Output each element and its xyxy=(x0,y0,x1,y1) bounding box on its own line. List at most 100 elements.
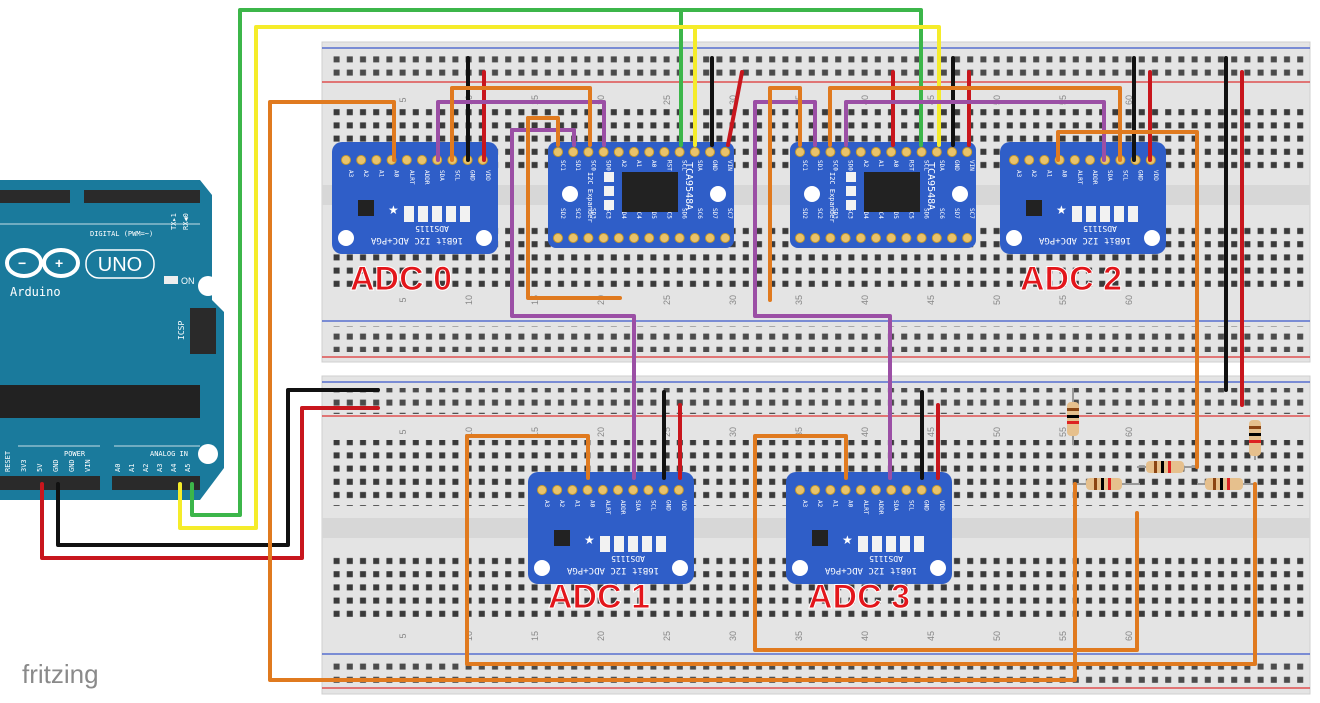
column-number: 50 xyxy=(992,631,1002,641)
pin-label: A2 xyxy=(1030,170,1037,178)
pin-label: GND xyxy=(469,170,476,181)
analog-label: ANALOG IN xyxy=(150,450,188,458)
pin-label: A3 xyxy=(543,500,550,508)
chip-label: ADS1115 xyxy=(611,554,645,563)
pin-label: SC3 xyxy=(605,208,612,219)
pin-label: RST xyxy=(665,160,672,171)
pin-label: SC3 xyxy=(847,208,854,219)
pin-label: SDA xyxy=(696,160,703,171)
pin-label: SCL xyxy=(1121,170,1128,181)
column-number: 35 xyxy=(794,631,804,641)
column-number: 5 xyxy=(398,429,408,434)
pin-label: SC7 xyxy=(726,208,733,219)
board-desc: 16Bit I2C ADC+PGA xyxy=(566,565,659,575)
arduino-logo-icon: − + xyxy=(5,248,80,278)
column-number: 40 xyxy=(860,631,870,641)
pin-label: A1 xyxy=(831,500,838,508)
icsp-label: ICSP xyxy=(177,321,186,340)
analog-pin-label: A0 xyxy=(114,464,122,472)
pin-label: GND xyxy=(923,500,930,511)
svg-text:+: + xyxy=(55,255,63,271)
rx-label: RX◀0 xyxy=(182,213,190,230)
column-number: 5 xyxy=(398,297,408,302)
column-number: 60 xyxy=(1124,95,1134,105)
wire-green xyxy=(190,8,923,517)
pin-label: SCL xyxy=(923,160,930,171)
wires xyxy=(40,8,1257,682)
pin-label: SD4 xyxy=(620,208,627,219)
pin-label: A0 xyxy=(1061,170,1068,178)
star-icon: ★ xyxy=(388,203,399,217)
pin-label: SCL xyxy=(453,170,460,181)
chip-label: ADS1115 xyxy=(869,554,903,563)
pin-label: SD5 xyxy=(892,208,899,219)
column-number: 35 xyxy=(794,295,804,305)
wire-purple xyxy=(510,128,636,480)
pin-label: VIN xyxy=(726,160,733,171)
pin-label: SC6 xyxy=(696,208,703,219)
column-number: 30 xyxy=(728,427,738,437)
pin-label: ADDR xyxy=(619,500,626,515)
analog-pin-label: A5 xyxy=(184,464,192,472)
pin-label: SCL xyxy=(907,500,914,511)
adc-label: ADC 3 xyxy=(808,578,910,616)
resistor xyxy=(1067,388,1079,445)
pin-label: A1 xyxy=(1045,170,1052,178)
resistor xyxy=(1137,461,1197,473)
pin-label: ALRT xyxy=(604,500,611,515)
column-number: 35 xyxy=(794,427,804,437)
pin-label: ALRT xyxy=(1076,170,1083,185)
pin-label: SD3 xyxy=(831,208,838,219)
pin-label: A1 xyxy=(635,160,642,168)
wire-orange xyxy=(465,434,1257,666)
pin-label: A1 xyxy=(377,170,384,178)
column-number: 30 xyxy=(728,95,738,105)
pin-label: RST xyxy=(907,160,914,171)
pin-label: A0 xyxy=(650,160,657,168)
pin-label: SDA xyxy=(892,500,899,511)
wire-orange xyxy=(268,100,1077,682)
power-label: POWER xyxy=(64,450,86,458)
pin-label: A0 xyxy=(393,170,400,178)
column-number: 20 xyxy=(596,631,606,641)
chip-label: ADS1115 xyxy=(415,224,449,233)
pin-label: SD1 xyxy=(816,160,823,171)
pin-label: SD5 xyxy=(650,208,657,219)
column-number: 5 xyxy=(398,633,408,638)
pin-label: SDA xyxy=(938,160,945,171)
pin-label: A2 xyxy=(816,500,823,508)
pin-label: SC2 xyxy=(816,208,823,219)
analog-pin-label: A1 xyxy=(128,464,136,472)
wire-purple xyxy=(436,100,606,162)
pin-label: VIN xyxy=(968,160,975,171)
column-number: 55 xyxy=(1058,631,1068,641)
pin-label: A2 xyxy=(558,500,565,508)
power-pin-label: GND xyxy=(52,459,60,472)
pin-label: A3 xyxy=(1015,170,1022,178)
column-number: 25 xyxy=(662,295,672,305)
column-number: 15 xyxy=(530,427,540,437)
svg-text:−: − xyxy=(18,255,26,271)
pin-label: SCL xyxy=(681,160,688,171)
pin-label: SD3 xyxy=(589,208,596,219)
pin-label: SD6 xyxy=(923,208,930,219)
adc-label: ADC 2 xyxy=(1020,260,1122,298)
column-number: 45 xyxy=(926,427,936,437)
pin-label: A3 xyxy=(801,500,808,508)
wire-orange xyxy=(828,86,1122,162)
pin-label: SD1 xyxy=(574,160,581,171)
analog-pin-label: A3 xyxy=(156,464,164,472)
adc-label: ADC 1 xyxy=(548,578,650,616)
on-label: ON xyxy=(181,276,195,286)
pin-label: A2 xyxy=(362,170,369,178)
power-pin-label: 3V3 xyxy=(20,459,28,472)
board-desc: 16Bit I2C ADC+PGA xyxy=(824,565,917,575)
board-desc: I2C Expander xyxy=(828,172,836,223)
pin-label: SC1 xyxy=(801,160,808,171)
pin-label: SC7 xyxy=(968,208,975,219)
pin-label: ADDR xyxy=(1091,170,1098,185)
